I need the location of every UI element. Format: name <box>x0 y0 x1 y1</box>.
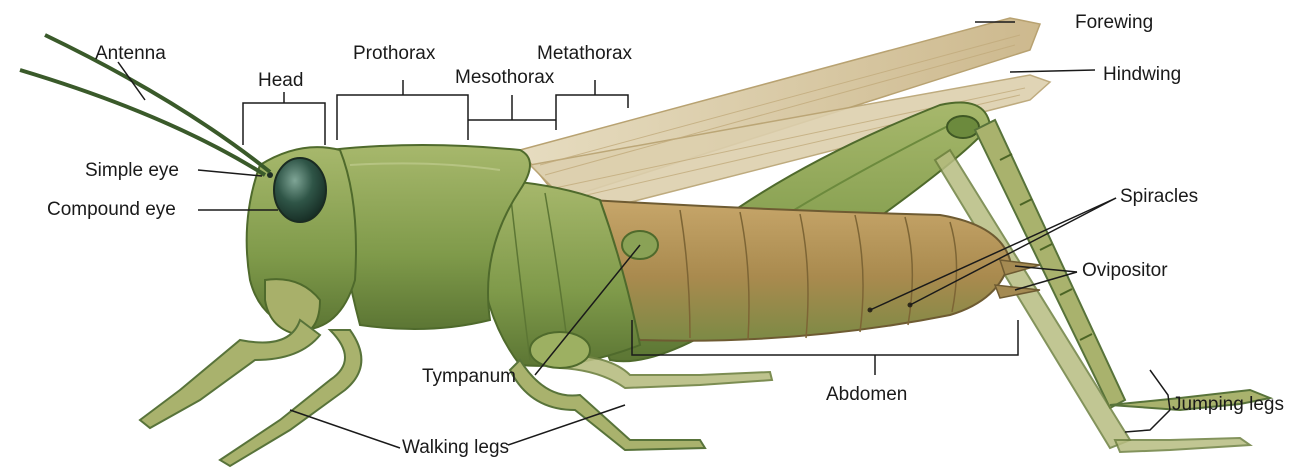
label-simple-eye: Simple eye <box>85 160 179 182</box>
label-spiracles: Spiracles <box>1120 186 1198 208</box>
label-jumping-legs: Jumping legs <box>1172 394 1284 416</box>
label-antenna: Antenna <box>95 43 166 65</box>
label-hindwing: Hindwing <box>1103 64 1181 86</box>
label-ovipositor: Ovipositor <box>1082 260 1168 282</box>
label-prothorax: Prothorax <box>353 43 435 65</box>
compound-eye <box>274 158 326 222</box>
label-head: Head <box>258 70 303 92</box>
label-mesothorax: Mesothorax <box>455 67 554 89</box>
abdomen-shape <box>590 200 1010 341</box>
label-walking-legs: Walking legs <box>402 437 509 459</box>
label-forewing: Forewing <box>1075 12 1153 34</box>
label-metathorax: Metathorax <box>537 43 632 65</box>
label-compound-eye: Compound eye <box>47 199 176 221</box>
label-abdomen: Abdomen <box>826 384 907 406</box>
label-tympanum: Tympanum <box>422 366 516 388</box>
